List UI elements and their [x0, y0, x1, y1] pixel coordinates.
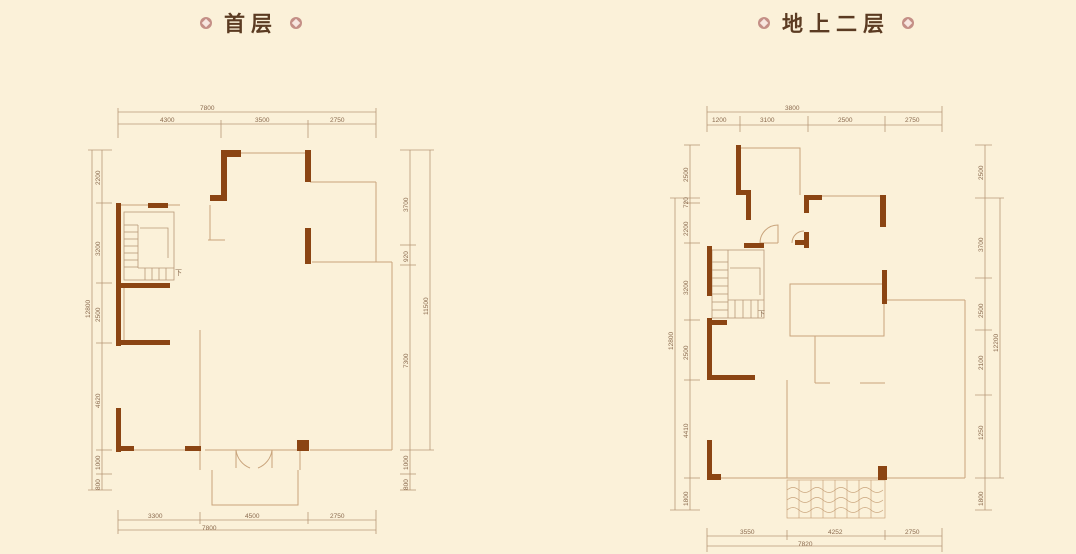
- floor2-dim-right-6: 1800: [978, 491, 985, 506]
- floor1-dim-bottom-2: 4500: [245, 513, 260, 520]
- floor2-dim-right-3: 2500: [978, 303, 985, 318]
- floor2-dim-left-6: 4410: [683, 423, 690, 438]
- floor1-dim-bottom-3: 2750: [330, 513, 345, 520]
- floor2-dim-bottom-3: 2750: [905, 529, 920, 536]
- floor1-dim-top: [117, 108, 377, 138]
- floor1-dim-top-2: 3500: [255, 117, 270, 124]
- floor2-balcony-railing: [786, 479, 886, 519]
- floor2-dim-left-4: 3200: [683, 280, 690, 295]
- floor2-dim-top-1: 1200: [712, 117, 727, 124]
- floor2-dim-left-3: 2200: [683, 221, 690, 236]
- floor1-stairs: [123, 211, 175, 281]
- ornament-icon: [758, 17, 770, 29]
- floor1-dim-right-3: 7300: [403, 353, 410, 368]
- floor2-dim-bottom-2: 4252: [828, 529, 843, 536]
- floor1-dim-left-6: 800: [95, 479, 102, 490]
- floor2-dim-bottom-total: 7820: [798, 541, 813, 548]
- floor2-dim-left-5: 2500: [683, 345, 690, 360]
- floor2-dim-right: [975, 144, 1004, 511]
- floor2-dim-top-4: 2750: [905, 117, 920, 124]
- floor1-thin-walls: [118, 152, 393, 506]
- floor2-dim-right-total: 12200: [993, 334, 1000, 352]
- floor1-dim-left: [88, 149, 112, 491]
- floor2-dim-right-5: 1250: [978, 425, 985, 440]
- floor2-dim-right-4: 2100: [978, 355, 985, 370]
- floor1-dim-bottom-1: 3300: [148, 513, 163, 520]
- floor1-stair-label: 下: [175, 269, 182, 277]
- ornament-icon: [902, 17, 914, 29]
- floor1-plan: 7800 4300 3500 2750 3300 4500 2750 7800: [85, 105, 434, 534]
- floor2-dim-left-total: 12800: [668, 332, 675, 350]
- floor2-thick-walls: [707, 145, 887, 480]
- floor1-dim-left-2: 3200: [95, 241, 102, 256]
- floor1-dim-left-total: 12800: [85, 300, 92, 318]
- floor1-dim-top-1: 4300: [160, 117, 175, 124]
- floor2-dim-top: [706, 106, 943, 132]
- floor2-dim-top-total: 3800: [785, 105, 800, 112]
- floor2-stairs: [711, 249, 765, 319]
- floor1-dim-right-2: 920: [403, 251, 410, 262]
- floor1-dim-left-5: 1000: [95, 455, 102, 470]
- floor1-title: 首层: [224, 12, 278, 36]
- floor2-thin-walls: [707, 147, 966, 479]
- floor1-dim-right: [400, 149, 434, 491]
- floor2-dim-top-2: 3100: [760, 117, 775, 124]
- ornament-icon: [200, 17, 212, 29]
- floor1-dim-bottom: [117, 510, 377, 534]
- floor2-dim-left-2: 720: [683, 197, 690, 208]
- floor1-dim-bottom-total: 7800: [202, 525, 217, 532]
- floor2-stair-label: 下: [758, 310, 765, 318]
- floor2-plan: 3800 1200 3100 2500 2750 3550 4252 2750 …: [668, 105, 1004, 552]
- ornament-icon: [290, 17, 302, 29]
- floor2-title-block: 地上二层: [758, 8, 914, 38]
- floor1-thick-walls: [116, 150, 311, 452]
- floor1-dim-left-4: 4620: [95, 393, 102, 408]
- floor2-dim-right-2: 3700: [978, 237, 985, 252]
- floor2-dim-bottom-1: 3550: [740, 529, 755, 536]
- floor1-title-block: 首层: [200, 8, 302, 38]
- floor1-dim-top-total: 7800: [200, 105, 215, 112]
- floor2-title: 地上二层: [782, 12, 890, 36]
- floor1-dim-top-3: 2750: [330, 117, 345, 124]
- floor2-dim-left-1: 2500: [683, 167, 690, 182]
- floor2-dim-left: [670, 144, 700, 511]
- floor1-dim-right-1: 3700: [403, 197, 410, 212]
- floor2-dim-left-7: 1800: [683, 491, 690, 506]
- floor2-dim-right-1: 2500: [978, 165, 985, 180]
- floor1-dim-right-4: 1000: [403, 455, 410, 470]
- floor2-dim-top-3: 2500: [838, 117, 853, 124]
- floor2-dim-bottom: [706, 528, 943, 552]
- floor1-dim-left-3: 2500: [95, 307, 102, 322]
- floor1-dim-right-5: 800: [403, 479, 410, 490]
- floor1-dim-right-total: 11500: [423, 297, 430, 315]
- floor1-dim-left-1: 2200: [95, 170, 102, 185]
